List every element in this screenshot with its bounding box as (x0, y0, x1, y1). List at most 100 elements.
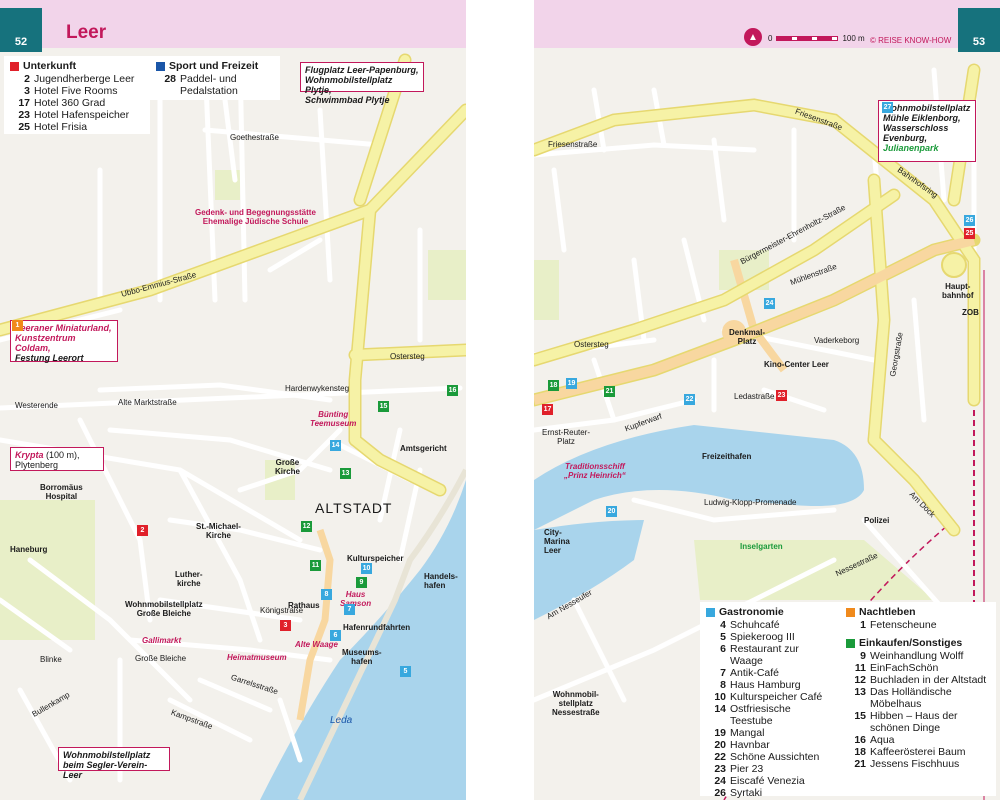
poi-marker-7[interactable]: 7 (344, 604, 355, 615)
poi-label-haneburg: Haneburg (10, 545, 48, 554)
poi-label-hafenrundfahrten: Hafenrundfahrten (343, 623, 411, 632)
freizeithafen-water (534, 425, 864, 530)
poi-marker-27[interactable]: 27 (882, 102, 893, 113)
street-label: Ostersteg (390, 352, 425, 361)
poi-marker-22[interactable]: 22 (684, 394, 695, 405)
poi-marker-20[interactable]: 20 (606, 506, 617, 517)
copyright: © REISE KNOW-HOW (870, 36, 952, 45)
poi-marker-14[interactable]: 14 (330, 440, 341, 451)
page-title: Leer (66, 22, 107, 43)
right-header (534, 0, 1000, 48)
left-map[interactable] (0, 0, 466, 800)
poi-label-rathaus: Rathaus (288, 601, 320, 610)
callout-segler[interactable]: Wohnmobilstellplatz beim Segler-Verein-L… (58, 747, 170, 780)
poi-marker-21[interactable]: 21 (604, 386, 615, 397)
left-header (0, 0, 466, 48)
street-label: Königstraße (260, 606, 304, 615)
poi-marker-23[interactable]: 23 (776, 390, 787, 401)
poi-marker-25[interactable]: 25 (964, 228, 975, 239)
poi-marker-6[interactable]: 6 (330, 630, 341, 641)
river-leda (260, 480, 466, 800)
poi-label-kulturspeicher: Kulturspeicher (347, 554, 404, 563)
poi-marker-1[interactable]: 1 (12, 320, 23, 331)
street-label: Ledastraße (734, 392, 775, 401)
street-label: Ludwig-Klopp-Promenade (704, 498, 797, 507)
street-label: Blinke (40, 655, 62, 664)
legend-nacht-heading: Nachtleben (846, 606, 990, 618)
district-label-altstadt: ALTSTADT (315, 500, 393, 516)
poi-label-ernst-reuter: Ernst-Reuter-Platz (542, 428, 591, 446)
poi-marker-5[interactable]: 5 (400, 666, 411, 677)
north-arrow-icon: ▲ (744, 28, 762, 46)
nacht-square-icon (846, 607, 855, 617)
poi-label-polizei: Polizei (864, 516, 890, 525)
poi-label-gallimarkt: Gallimarkt (142, 636, 182, 645)
street-label: Goethestraße (230, 133, 279, 142)
street-label: Westerende (15, 401, 58, 410)
gastro-square-icon (706, 607, 715, 617)
callout-evenburg[interactable]: Wohnmobilstellplatz Mühle Eiklenborg, Wa… (878, 100, 976, 162)
scale-bar-graphic (776, 36, 839, 41)
poi-marker-9[interactable]: 9 (356, 577, 367, 588)
poi-marker-19[interactable]: 19 (566, 378, 577, 389)
callout-miniaturland[interactable]: Leeraner Miniaturland, Kunstzentrum Cold… (10, 320, 118, 363)
poi-label-zob: ZOB (962, 308, 979, 317)
poi-marker-12[interactable]: 12 (301, 521, 312, 532)
poi-marker-2[interactable]: 2 (137, 525, 148, 536)
unterkunft-square-icon (10, 61, 19, 71)
legend-einkaufen-heading: Einkaufen/Sonstiges (846, 637, 990, 649)
poi-marker-11[interactable]: 11 (310, 560, 321, 571)
poi-label-denkmalplatz: Denkmal-Platz (729, 328, 766, 346)
poi-marker-16[interactable]: 16 (447, 385, 458, 396)
page-gutter (466, 0, 534, 800)
poi-marker-26[interactable]: 26 (964, 215, 975, 226)
street-label: Friesenstraße (548, 140, 598, 149)
poi-marker-15[interactable]: 15 (378, 401, 389, 412)
poi-marker-3[interactable]: 3 (280, 620, 291, 631)
poi-marker-24[interactable]: 24 (764, 298, 775, 309)
poi-label-amtsgericht: Amtsgericht (400, 444, 447, 453)
poi-marker-17[interactable]: 17 (542, 404, 553, 415)
street-label: Hardenwykensteg (285, 384, 350, 393)
poi-label-luther: Luther-kirche (175, 570, 203, 588)
river-label-leda: Leda (330, 715, 353, 726)
street-label: Vaderkeborg (814, 336, 860, 345)
poi-marker-13[interactable]: 13 (340, 468, 351, 479)
callout-krypta[interactable]: Krypta (100 m), Plytenberg (10, 447, 104, 471)
poi-marker-8[interactable]: 8 (321, 589, 332, 600)
callout-flugplatz[interactable]: Flugplatz Leer-Papenburg, Wohnmobilstell… (300, 62, 424, 105)
street-label: Alte Marktstraße (118, 398, 177, 407)
legend-sport-heading: Sport und Freizeit (156, 60, 274, 72)
legend-gastro-heading: Gastronomie (706, 606, 834, 618)
poi-label-handelshafen: Handels-hafen (424, 572, 458, 590)
poi-marker-10[interactable]: 10 (361, 563, 372, 574)
park-label-inselgarten: Inselgarten (740, 542, 783, 551)
poi-marker-18[interactable]: 18 (548, 380, 559, 391)
poi-label-hauptbahnhof: Haupt-bahnhof (942, 282, 974, 300)
page-number-right: 53 (958, 8, 1000, 52)
page-number-left: 52 (0, 8, 42, 52)
